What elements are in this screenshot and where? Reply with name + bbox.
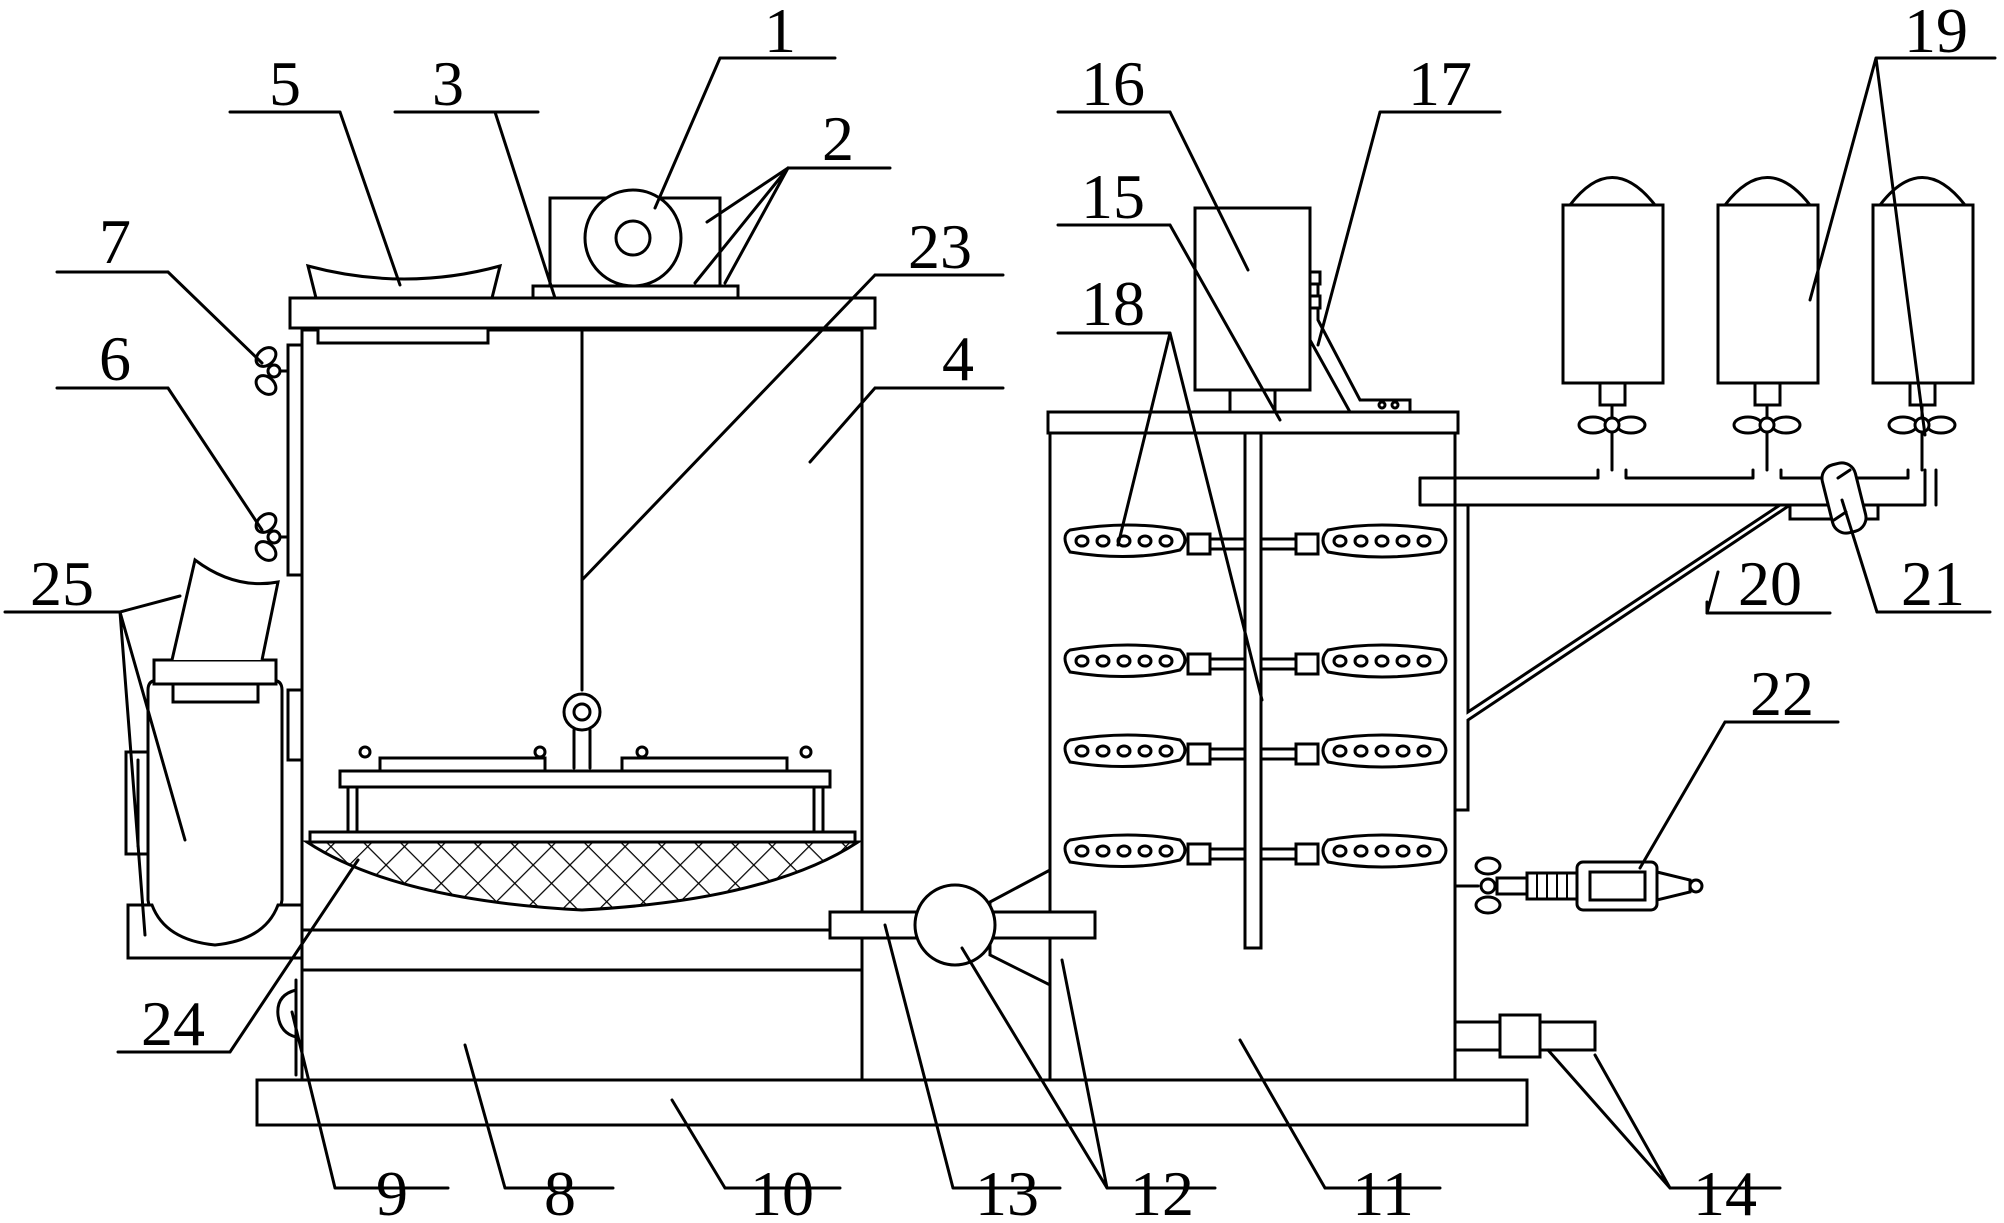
pipe-clamp	[1820, 461, 1868, 535]
nozzle-hole	[1395, 534, 1411, 548]
nozzle-hole	[1116, 744, 1132, 758]
callout-4: 4	[942, 323, 974, 394]
nozzle-hole	[1374, 654, 1390, 668]
nozzle-hole	[1353, 654, 1369, 668]
callout-19: 19	[1904, 0, 1968, 66]
callout-17: 17	[1408, 48, 1472, 119]
mesh-basket	[301, 840, 864, 912]
callout-5: 5	[269, 48, 301, 119]
bag-chute	[170, 557, 280, 661]
sieve-frame-bar	[338, 769, 832, 789]
nozzle-hole	[1353, 744, 1369, 758]
nozzle-hole	[1416, 744, 1432, 758]
nozzle-hole	[1332, 744, 1348, 758]
nozzle-hole	[1374, 744, 1390, 758]
nozzle-hole	[1395, 654, 1411, 668]
nozzle-hole	[1332, 654, 1348, 668]
callout-9: 9	[376, 1158, 408, 1223]
callout-2: 2	[822, 103, 854, 174]
nozzle-row-2	[1063, 643, 1448, 679]
callout-7: 7	[99, 206, 131, 277]
chemical-tank-2	[1716, 176, 1820, 472]
nozzle-hole	[1395, 844, 1411, 858]
callout-14: 14	[1693, 1158, 1757, 1223]
motor-base	[531, 284, 740, 300]
nozzle-hole	[1158, 744, 1174, 758]
control-bracket	[1308, 280, 1412, 414]
chemical-tank-3	[1871, 176, 1975, 472]
nozzle-hole	[1095, 654, 1111, 668]
side-door	[286, 343, 304, 577]
nozzle-hole	[1074, 844, 1090, 858]
nozzle-hole	[1158, 654, 1174, 668]
nozzle-hole	[1416, 534, 1432, 548]
nozzle-hole	[1416, 844, 1432, 858]
nozzle-hole	[1074, 534, 1090, 548]
nozzle-hole	[1332, 844, 1348, 858]
wing-nut-upper	[254, 346, 290, 396]
control-box	[1193, 206, 1312, 392]
hoist-hook-ring	[562, 692, 602, 732]
nozzle-hole	[1374, 844, 1390, 858]
top-plate-slot	[316, 326, 490, 345]
callout-12: 12	[1130, 1158, 1194, 1223]
callout-6: 6	[99, 323, 131, 394]
outlet-valve	[1498, 1013, 1542, 1059]
callout-22: 22	[1750, 658, 1814, 729]
nozzle-hole	[1074, 744, 1090, 758]
nozzle-hole	[1158, 844, 1174, 858]
callout-25: 25	[30, 548, 94, 619]
motor-shaft	[614, 219, 652, 257]
nozzle-hole	[1395, 744, 1411, 758]
nozzle-hole	[1353, 534, 1369, 548]
lower-collection-box	[300, 968, 864, 1082]
callout-1: 1	[764, 0, 796, 66]
top-plate	[288, 296, 877, 330]
collector-bag	[146, 678, 284, 952]
callout-8: 8	[544, 1158, 576, 1223]
callout-23: 23	[908, 211, 972, 282]
nozzle-hole	[1116, 844, 1132, 858]
nozzle-row-1	[1063, 523, 1448, 559]
callout-21: 21	[1901, 548, 1965, 619]
callout-11: 11	[1352, 1158, 1414, 1223]
nozzle-hole	[1137, 534, 1153, 548]
nozzle-hole	[1158, 534, 1174, 548]
wing-nut-lower	[254, 512, 290, 562]
leader-lines	[3, 56, 1997, 1190]
nozzle-holes	[1074, 534, 1432, 858]
nozzle-hole	[1137, 844, 1153, 858]
nozzle-hole	[1416, 654, 1432, 668]
nozzle-hole	[1095, 844, 1111, 858]
callout-16: 16	[1081, 48, 1145, 119]
nozzle-hole	[1137, 654, 1153, 668]
nozzle-hole	[1116, 654, 1132, 668]
callout-20: 20	[1738, 548, 1802, 619]
bag-cradle	[126, 903, 304, 960]
callout-3: 3	[432, 48, 464, 119]
nozzle-hole	[1353, 844, 1369, 858]
dosing-gun	[1453, 856, 1704, 915]
nozzle-hole	[1074, 654, 1090, 668]
chemical-tank-1	[1561, 176, 1665, 472]
callout-18: 18	[1081, 268, 1145, 339]
nozzle-hole	[1332, 534, 1348, 548]
pump-body	[913, 883, 997, 967]
callout-15: 15	[1081, 161, 1145, 232]
feed-hopper	[305, 263, 503, 300]
nozzle-hole	[1095, 534, 1111, 548]
callout-24: 24	[141, 988, 205, 1059]
nozzle-hole	[1095, 744, 1111, 758]
nozzle-hole	[1374, 534, 1390, 548]
lower-box-handle	[276, 978, 298, 1077]
right-top-plate	[1046, 410, 1460, 435]
callout-labels: 1 2 3 4 5 6 7 8 9 10 11 12 13 14 15 16 1…	[30, 0, 1968, 1223]
callout-13: 13	[975, 1158, 1039, 1223]
base-plate	[255, 1078, 1529, 1127]
nozzle-hole	[1137, 744, 1153, 758]
dosing-manifold	[1418, 468, 1927, 507]
callout-10: 10	[750, 1158, 814, 1223]
